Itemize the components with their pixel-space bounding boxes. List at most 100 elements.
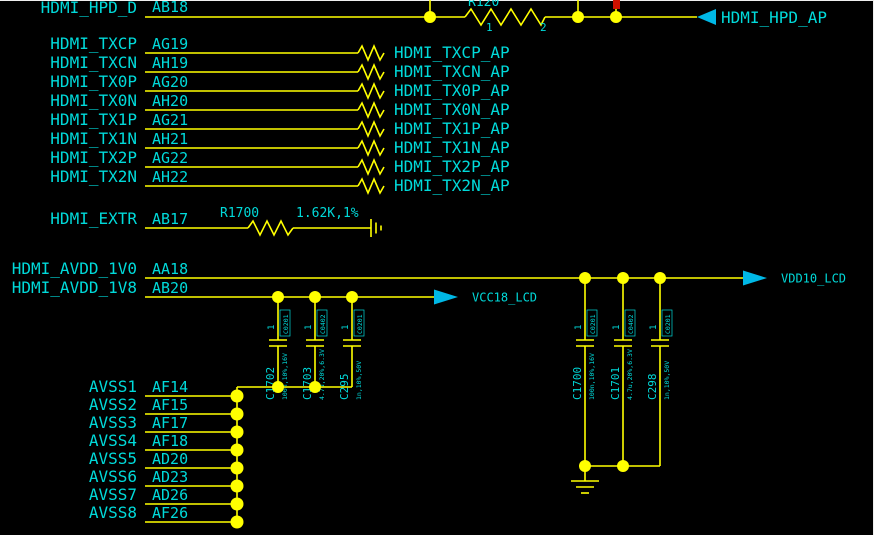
series-resistor-symbol[interactable] <box>357 157 385 177</box>
cap-value[interactable]: 4.7u,20%,6.3V <box>626 349 634 400</box>
resistor-symbol[interactable] <box>247 219 294 237</box>
series-resistor-symbol[interactable] <box>357 62 385 82</box>
net-label[interactable]: AVSS2 <box>89 395 137 414</box>
dest-net-label[interactable]: HDMI_TX2N_AP <box>394 176 510 195</box>
net-label[interactable]: AVSS8 <box>89 503 137 522</box>
pin-number[interactable]: AD20 <box>152 450 188 468</box>
pin-number[interactable]: AH21 <box>152 130 188 148</box>
net-label[interactable]: AVSS6 <box>89 467 137 486</box>
capacitor[interactable]: C0201 1 C1702 100n,10%,16V <box>264 297 291 400</box>
capacitor[interactable]: C0201 1 C1700 100n,10%,16V <box>571 278 598 466</box>
pin-number[interactable]: AF18 <box>152 432 188 450</box>
net-label[interactable]: HDMI_TX1N <box>50 129 137 148</box>
net-label[interactable]: AVSS1 <box>89 377 137 396</box>
cap-ref[interactable]: C298 <box>646 374 659 401</box>
cap-ref[interactable]: C1703 <box>301 367 314 400</box>
net-label[interactable]: HDMI_HPD_D <box>41 0 137 17</box>
tx-rows: HDMI_TXCP AG19 HDMI_TXCP_AP HDMI_TXCN AH… <box>50 34 510 196</box>
pin-number[interactable]: AD26 <box>152 486 188 504</box>
cap-value[interactable]: 100n,10%,16V <box>588 353 596 400</box>
cap-ref[interactable]: C1701 <box>609 367 622 400</box>
net-label[interactable]: HDMI_TX1P <box>50 110 137 129</box>
net-label[interactable]: HDMI_TXCN <box>50 53 137 72</box>
series-resistor-symbol[interactable] <box>357 176 385 196</box>
net-label[interactable]: HDMI_AVDD_1V0 <box>12 259 137 278</box>
net-label[interactable]: AVSS5 <box>89 449 137 468</box>
pin-number[interactable]: AH19 <box>152 54 188 72</box>
dest-net-label[interactable]: HDMI_TX1P_AP <box>394 119 510 138</box>
capacitor[interactable]: C0402 1 C1701 4.7u,20%,6.3V <box>609 278 636 466</box>
series-resistor-symbol[interactable] <box>357 119 385 139</box>
cap-ref[interactable]: C1700 <box>571 367 584 400</box>
net-label[interactable]: HDMI_TXCP <box>50 34 137 53</box>
pin-number[interactable]: AG20 <box>152 73 188 91</box>
resistor-symbol[interactable] <box>464 7 546 27</box>
resistor-value[interactable]: 1.62K,1% <box>296 206 359 221</box>
pin-number[interactable]: AG22 <box>152 149 188 167</box>
ground-symbol-rotated[interactable] <box>370 219 382 237</box>
net-label[interactable]: HDMI_TX2N <box>50 167 137 186</box>
pin-number[interactable]: AH22 <box>152 168 188 186</box>
power-port-arrow-right[interactable] <box>434 289 458 305</box>
series-resistor-symbol[interactable] <box>357 81 385 101</box>
net-label[interactable]: AVSS7 <box>89 485 137 504</box>
cap-pin-number: 1 <box>341 325 351 330</box>
dest-net-label[interactable]: HDMI_TXCN_AP <box>394 62 510 81</box>
net-label[interactable]: AVSS4 <box>89 431 137 450</box>
port-label[interactable]: VDD10_LCD <box>781 272 846 286</box>
net-label[interactable]: HDMI_AVDD_1V8 <box>12 278 137 297</box>
series-resistor-symbol[interactable] <box>357 43 385 63</box>
pin-number[interactable]: AB18 <box>152 0 188 16</box>
resistor-ref[interactable]: R120 <box>468 0 499 10</box>
net-label[interactable]: HDMI_TX2P <box>50 148 137 167</box>
pin-number[interactable]: AB17 <box>152 210 188 228</box>
dest-net-label[interactable]: HDMI_TX2P_AP <box>394 157 510 176</box>
pin-number[interactable]: AG19 <box>152 35 188 53</box>
avdd-row-1v8: HDMI_AVDD_1V8 AB20 VCC18_LCD <box>12 278 537 305</box>
port-label[interactable]: HDMI_HPD_AP <box>721 8 827 27</box>
dest-net-label[interactable]: HDMI_TX0N_AP <box>394 100 510 119</box>
pin-number[interactable]: AF26 <box>152 504 188 522</box>
power-port-arrow-left[interactable] <box>697 9 716 25</box>
junction-dot <box>610 11 622 23</box>
dest-net-label[interactable]: HDMI_TX0P_AP <box>394 81 510 100</box>
net-label[interactable]: HDMI_EXTR <box>50 209 137 228</box>
dest-net-label[interactable]: HDMI_TXCP_AP <box>394 43 510 62</box>
capacitor[interactable]: C0201 1 C298 1n,10%,50V <box>646 278 673 466</box>
cap-bank-vcc18: C0201 1 C1702 100n,10%,16V C0402 1 C1703… <box>237 297 365 400</box>
pin-number[interactable]: AB20 <box>152 279 188 297</box>
capacitor[interactable]: C0201 1 C295 1n,10%,50V <box>338 297 365 400</box>
cap-pin-number: 1 <box>267 325 277 330</box>
junction-dot <box>572 11 584 23</box>
cap-value[interactable]: 100n,10%,16V <box>281 353 289 400</box>
cap-value[interactable]: 4.7u,20%,6.3V <box>318 349 326 400</box>
net-label[interactable]: AVSS3 <box>89 413 137 432</box>
pin-number[interactable]: AA18 <box>152 260 188 278</box>
power-port-arrow-right[interactable] <box>743 270 767 286</box>
cap-ref[interactable]: C1702 <box>264 367 277 400</box>
pin-number[interactable]: AF14 <box>152 378 188 396</box>
series-resistor-symbol[interactable] <box>357 100 385 120</box>
pin-number[interactable]: AF15 <box>152 396 188 414</box>
junction-dot <box>230 461 244 475</box>
footprint-label: C0402 <box>319 314 327 334</box>
capacitor[interactable]: C0402 1 C1703 4.7u,20%,6.3V <box>301 297 328 400</box>
net-label[interactable]: HDMI_TX0P <box>50 72 137 91</box>
ground-symbol[interactable] <box>571 466 599 494</box>
pin-number[interactable]: AD23 <box>152 468 188 486</box>
cap-value[interactable]: 1n,10%,50V <box>663 361 671 400</box>
cap-value[interactable]: 1n,10%,50V <box>355 361 363 400</box>
series-resistor-symbol[interactable] <box>357 138 385 158</box>
resistor-ref[interactable]: R1700 <box>220 206 259 221</box>
net-label[interactable]: HDMI_TX0N <box>50 91 137 110</box>
tx-row: HDMI_TX1P AG21 HDMI_TX1P_AP <box>50 110 510 139</box>
port-label[interactable]: VCC18_LCD <box>472 291 537 305</box>
pin-number[interactable]: AH20 <box>152 92 188 110</box>
dest-net-label[interactable]: HDMI_TX1N_AP <box>394 138 510 157</box>
pin-number[interactable]: AG21 <box>152 111 188 129</box>
pin-number[interactable]: AF17 <box>152 414 188 432</box>
hpd-row: HDMI_HPD_D AB18 R120 1 2 HDMI_HPD_AP <box>41 0 827 34</box>
avss-row: AVSS2 AF15 <box>89 395 244 421</box>
